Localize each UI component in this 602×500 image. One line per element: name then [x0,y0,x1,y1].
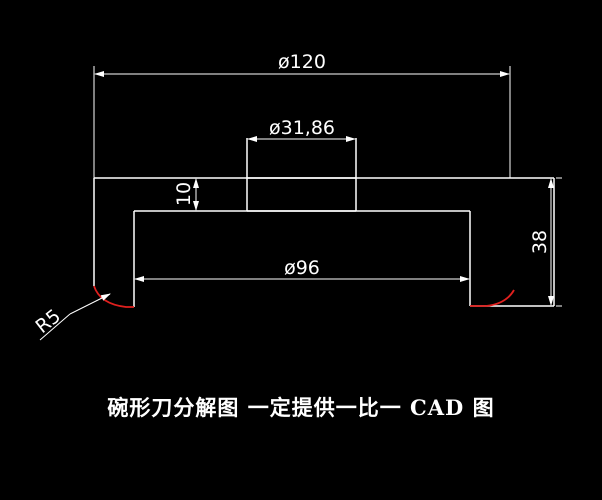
inner-diameter-label: ø96 [284,257,320,279]
hub-boss [246,138,357,212]
hub-diameter-label: ø31,86 [269,117,335,139]
dim-overall-diameter [93,66,511,178]
wall-thickness-label: 10 [173,182,195,206]
fillets [93,285,515,308]
overall-diameter-label: ø120 [278,51,326,73]
dim-fillet-radius [39,293,111,341]
outer-profile [93,177,555,307]
fillet-radius-label: R5 [32,305,65,338]
caption: 碗形刀分解图 一定提供一比一 CAD 图 [107,395,495,420]
height-label: 38 [529,230,551,254]
part-outline [93,138,555,307]
left-fillet-arc [93,285,134,308]
right-fillet-arc [470,289,515,307]
dim-height [548,177,562,307]
